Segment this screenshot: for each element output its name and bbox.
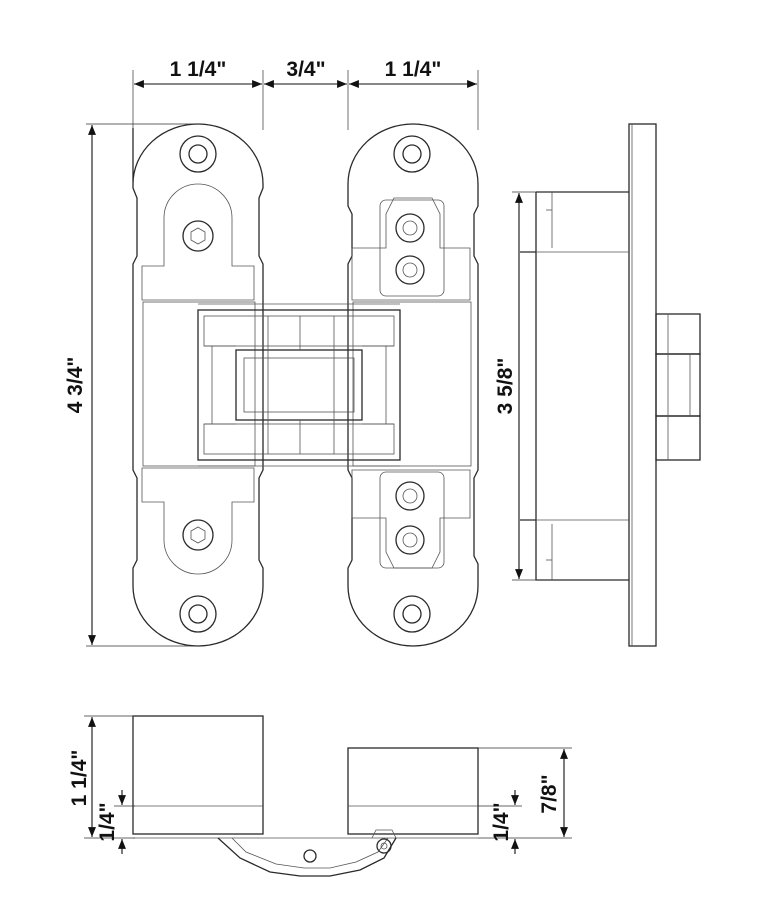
dim-bottom-left (84, 715, 135, 854)
dim-label-left-plate-width: 1 1/4" (170, 58, 227, 81)
bottom-view (132, 715, 479, 877)
dim-label-side-height: 3 5/8" (494, 358, 517, 415)
dim-label-right-plate-width: 1 1/4" (385, 58, 442, 81)
dim-overall-height (86, 123, 200, 647)
hinge-knuckle (197, 303, 401, 467)
dim-label-gap-width: 3/4" (286, 58, 325, 81)
dim-top (132, 70, 479, 130)
dim-bottom-right (478, 747, 572, 854)
side-view (520, 123, 701, 647)
dim-side-height (512, 191, 540, 581)
dim-label-bottom-right-flange: 1/4" (490, 802, 513, 841)
left-plate-front-view (132, 123, 264, 647)
right-plate-front-view (347, 123, 479, 647)
dim-label-bottom-right-height: 7/8" (538, 774, 561, 813)
dim-label-bottom-left-flange: 1/4" (96, 802, 119, 841)
dim-label-bottom-left-height: 1 1/4" (68, 750, 91, 807)
dim-label-overall-height: 4 3/4" (64, 357, 87, 414)
